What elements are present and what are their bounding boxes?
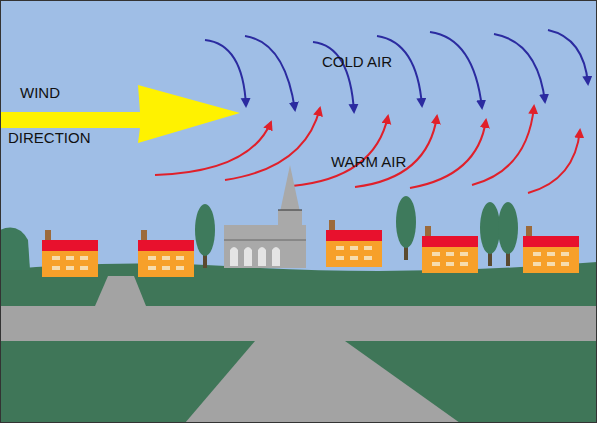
cold-air-label: COLD AIR [322, 53, 392, 71]
wind-label: WIND [20, 84, 60, 102]
direction-label: DIRECTION [8, 129, 91, 147]
warm-air-label: WARM AIR [331, 153, 406, 171]
